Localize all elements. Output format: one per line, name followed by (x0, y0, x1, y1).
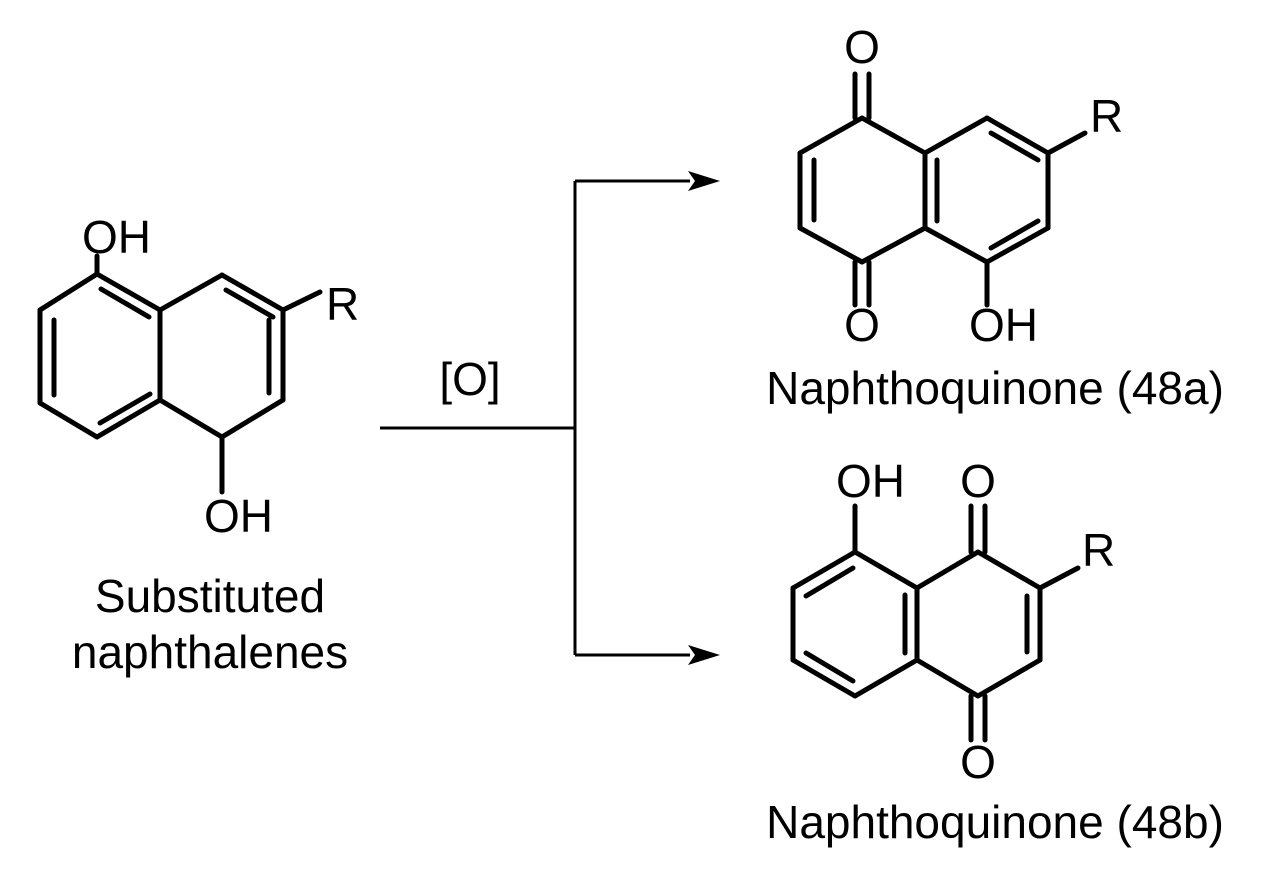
arrowhead-to-48a (688, 171, 720, 191)
arrowhead-to-48b (688, 645, 720, 665)
48b-oh: OH (836, 455, 905, 507)
48b-carbonyl-o-bottom: O (960, 736, 996, 788)
48b-caption: Naphthoquinone (48b) (766, 796, 1224, 848)
reactant-r-group: R (326, 278, 359, 330)
reactant-caption-line2: naphthalenes (72, 626, 348, 678)
48a-carbonyl-o-bottom: O (844, 299, 880, 351)
48a-carbonyl-o-top: O (844, 21, 880, 73)
48a-r-group: R (1090, 90, 1123, 142)
48a-oh: OH (969, 299, 1038, 351)
48b-r-group: R (1082, 524, 1115, 576)
48a-caption: Naphthoquinone (48a) (766, 362, 1224, 414)
reactant-caption-line1: Substituted (95, 570, 325, 622)
reactant-structure (37, 253, 323, 495)
48b-carbonyl-o-top: O (960, 455, 996, 507)
reactant-oh-top: OH (82, 211, 151, 263)
reactant-oh-bottom: OH (204, 490, 273, 542)
branched-reaction-arrow (380, 171, 720, 665)
product-48b-structure (790, 503, 1081, 743)
product-48a-structure (797, 71, 1088, 308)
reagent-label: [O] (439, 353, 500, 405)
